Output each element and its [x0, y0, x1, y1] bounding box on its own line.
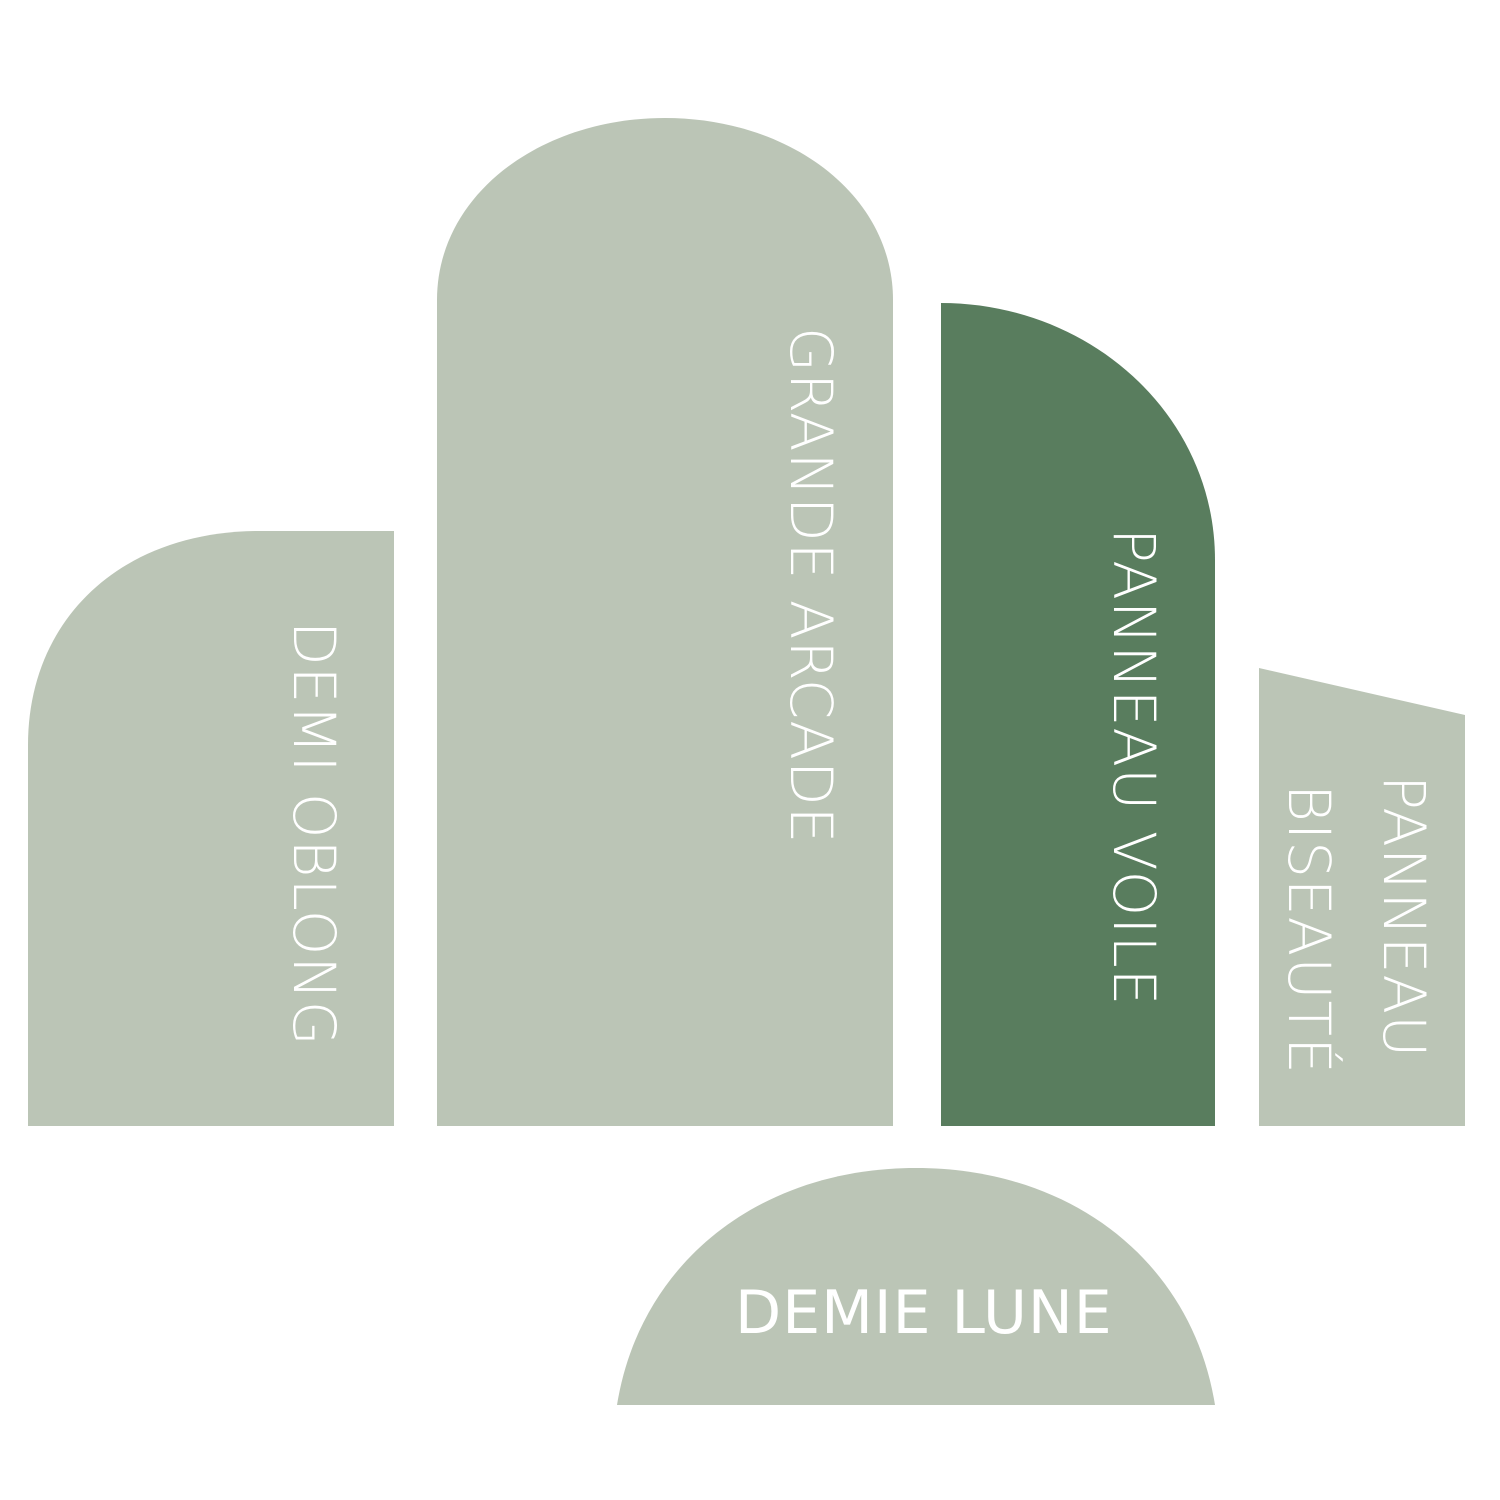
grande-arcade-label: GRANDE ARCADE [777, 327, 845, 845]
panneau-voile-label: PANNEAU VOILE [1100, 528, 1168, 1007]
demie-lune-label: DEMIE LUNE [735, 1278, 1113, 1348]
panneau-biseaute-label-line1: PANNEAU [1370, 775, 1438, 1059]
demi-oblong-label: DEMI OBLONG [280, 621, 348, 1047]
demi-oblong-shape [28, 531, 394, 1126]
grande-arcade-shape [437, 118, 893, 1126]
panneau-voile-shape [941, 303, 1215, 1126]
panneau-biseaute-shape [1259, 668, 1465, 1126]
demie-lune-shape [617, 1168, 1215, 1405]
panneau-biseaute-label-line2: BISEAUTÉ [1275, 784, 1343, 1075]
